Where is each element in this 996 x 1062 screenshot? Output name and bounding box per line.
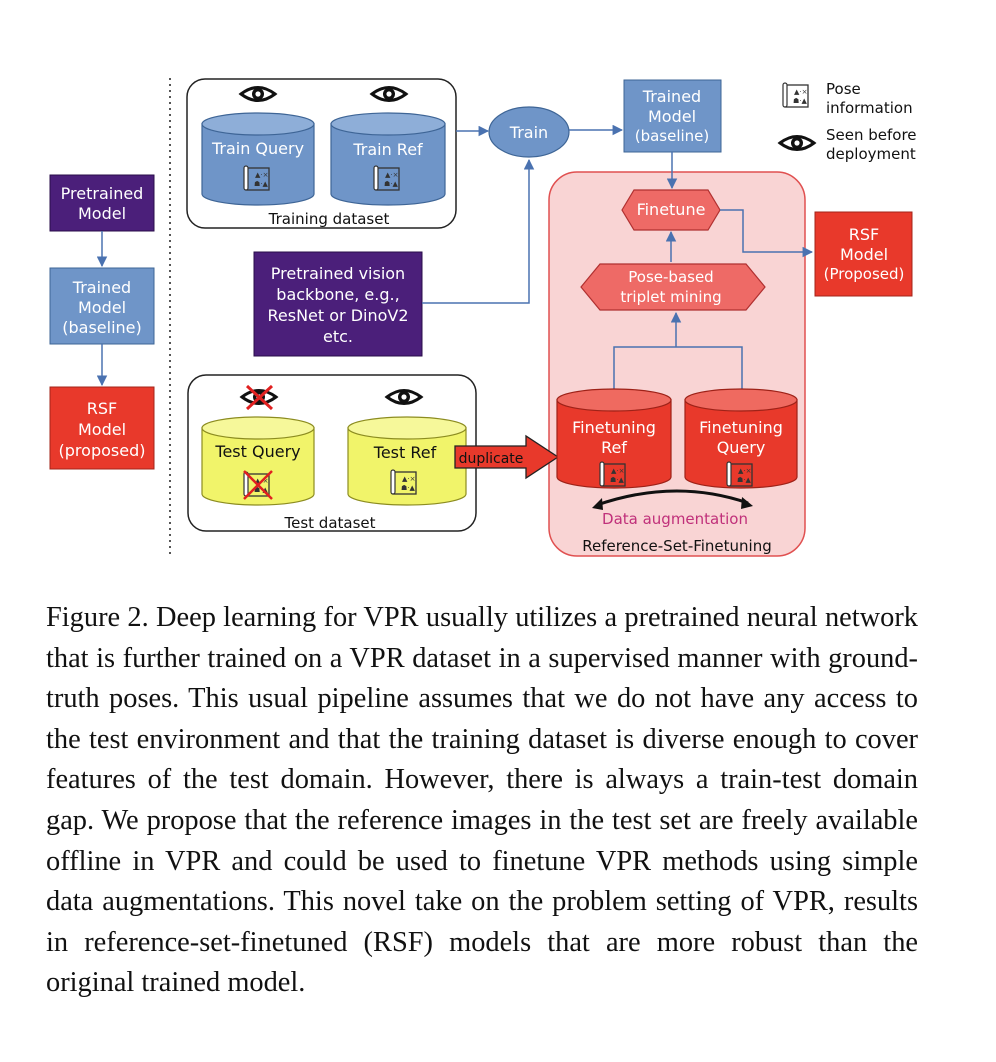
train-node: Train xyxy=(488,106,570,158)
svg-text:Model: Model xyxy=(78,420,126,439)
svg-text:(baseline): (baseline) xyxy=(62,318,142,337)
svg-text:RSF: RSF xyxy=(849,225,879,244)
svg-text:Model: Model xyxy=(78,204,126,223)
svg-text:Finetuning: Finetuning xyxy=(572,418,656,437)
pose-map-crossed-icon xyxy=(243,470,273,500)
legend-pose: Pose xyxy=(826,80,861,98)
svg-text:backbone, e.g.,: backbone, e.g., xyxy=(276,285,399,304)
left-pretrained-box: Pretrained Model xyxy=(49,174,155,232)
rsf-model-right: RSF Model (Proposed) xyxy=(814,211,913,297)
legend-pose-2: information xyxy=(826,99,913,117)
finetuning-query-cylinder: Finetuning Query xyxy=(684,388,798,489)
svg-text:Trained: Trained xyxy=(72,278,131,297)
eye-crossed-icon xyxy=(240,384,278,411)
svg-text:Model: Model xyxy=(78,298,126,317)
test-ref-cylinder: Test Ref xyxy=(347,416,467,506)
svg-text:Pretrained: Pretrained xyxy=(61,184,144,203)
svg-text:(Proposed): (Proposed) xyxy=(824,265,905,283)
svg-text:RSF: RSF xyxy=(87,399,117,418)
finetune-node: Finetune xyxy=(621,189,721,231)
finetuning-ref-cylinder: Finetuning Ref xyxy=(556,388,672,489)
svg-text:Reference-Set-Finetuning: Reference-Set-Finetuning xyxy=(582,537,772,555)
method-diagram: ▲·× ☗·▲ Pretrained Model Trained Model (… xyxy=(49,78,917,557)
legend-seen: Seen before xyxy=(826,126,917,144)
left-trained-box: Trained Model (baseline) xyxy=(49,267,155,345)
svg-text:(baseline): (baseline) xyxy=(635,127,710,145)
svg-text:Test Ref: Test Ref xyxy=(373,443,437,462)
test-query-cylinder: Test Query xyxy=(201,416,315,506)
svg-text:Pose-based: Pose-based xyxy=(628,268,713,286)
svg-text:Finetune: Finetune xyxy=(637,200,706,219)
train-ref-cylinder: Train Ref xyxy=(330,112,446,206)
augmentation-label: Data augmentation xyxy=(602,510,748,528)
svg-text:Train Ref: Train Ref xyxy=(352,140,423,159)
svg-text:duplicate: duplicate xyxy=(459,451,524,467)
svg-text:etc.: etc. xyxy=(323,327,353,346)
trained-model-top: Trained Model (baseline) xyxy=(623,79,722,153)
svg-text:Ref: Ref xyxy=(601,438,627,457)
eye-icon xyxy=(370,86,408,102)
eye-icon xyxy=(385,389,423,405)
svg-text:Model: Model xyxy=(840,245,888,264)
svg-text:triplet mining: triplet mining xyxy=(620,288,721,306)
triplet-mining-node: Pose-based triplet mining xyxy=(580,263,766,311)
svg-text:Finetuning: Finetuning xyxy=(699,418,783,437)
svg-text:Test Query: Test Query xyxy=(214,442,300,461)
pose-map-icon xyxy=(782,82,809,108)
backbone-box: Pretrained vision backbone, e.g., ResNet… xyxy=(253,251,423,357)
svg-text:Test dataset: Test dataset xyxy=(283,514,375,532)
eye-icon xyxy=(778,135,816,151)
svg-text:Model: Model xyxy=(648,107,696,126)
svg-text:Query: Query xyxy=(717,438,766,457)
svg-text:ResNet or DinoV2: ResNet or DinoV2 xyxy=(267,306,408,325)
figure-caption: Figure 2. Deep learning for VPR usually … xyxy=(46,602,918,999)
svg-text:(proposed): (proposed) xyxy=(59,441,146,460)
svg-text:Train: Train xyxy=(509,123,548,142)
svg-text:Trained: Trained xyxy=(642,87,701,106)
svg-text:Training dataset: Training dataset xyxy=(268,210,390,228)
augmentation-arrow xyxy=(592,489,753,510)
left-rsf-box: RSF Model (proposed) xyxy=(49,386,155,470)
train-query-cylinder: Train Query xyxy=(201,112,315,206)
svg-text:Train Query: Train Query xyxy=(211,139,304,158)
eye-icon xyxy=(239,86,277,102)
svg-text:Pretrained vision: Pretrained vision xyxy=(271,264,405,283)
legend-seen-2: deployment xyxy=(826,145,916,163)
duplicate-arrow: duplicate xyxy=(454,434,560,480)
